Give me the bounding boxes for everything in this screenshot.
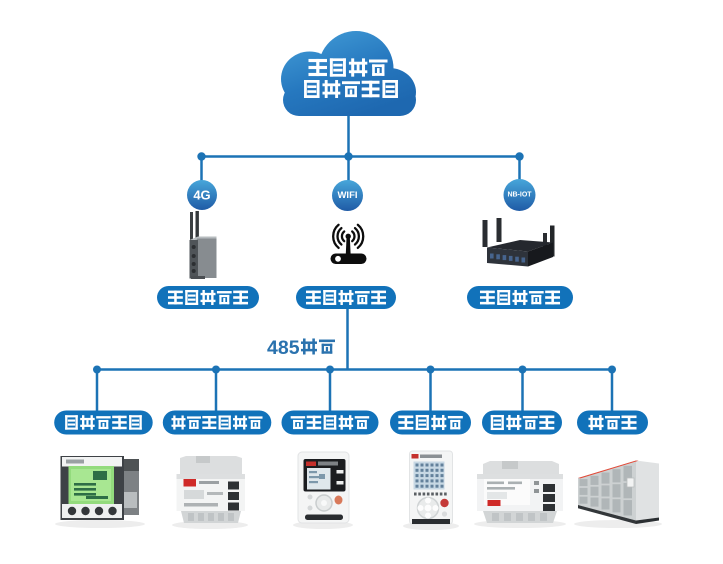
svg-text:4G: 4G [193, 188, 210, 203]
svg-text:WIFI: WIFI [337, 190, 357, 201]
svg-text:485: 485 [267, 337, 300, 359]
svg-text:NB-IOT: NB-IOT [507, 192, 532, 199]
